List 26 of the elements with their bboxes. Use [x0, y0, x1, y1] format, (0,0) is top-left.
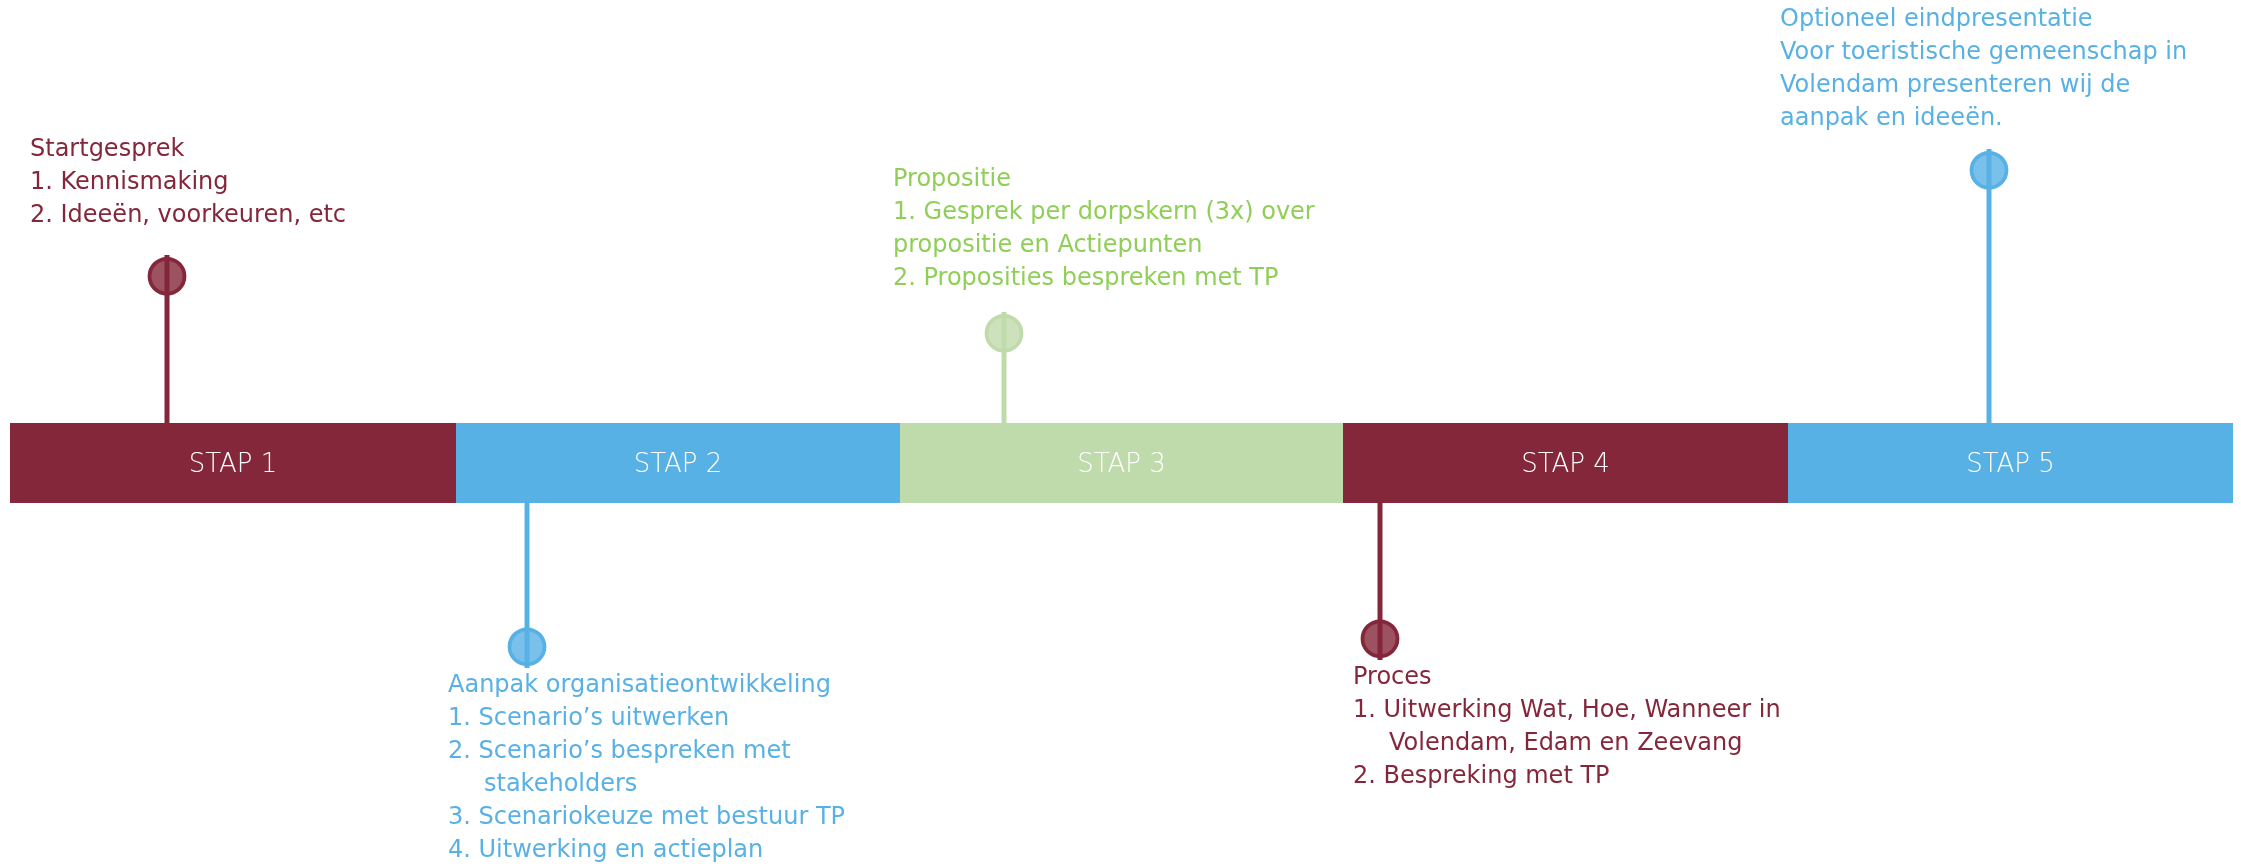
list-item: 2. Ideeën, voorkeuren, etc [30, 199, 347, 230]
list-item: 3. Scenariokeuze met bestuur TP [448, 801, 847, 832]
pin-leader-line [984, 312, 1024, 423]
list-item: 1. Scenario’s uitwerken [448, 702, 731, 733]
step-heading: Startgesprek [30, 133, 186, 164]
pin-leader-line [1969, 149, 2009, 423]
step-description: 2. Proposities bespreken met TP [893, 262, 1280, 293]
list-item: 4. Uitwerking en actieplan [448, 834, 765, 865]
list-item: 2. Bespreking met TP [1353, 760, 1611, 791]
list-item: 1. Uitwerking Wat, Hoe, Wanneer in Volendam, Edam en Zeevang [1353, 694, 1782, 758]
pin-leader-line [507, 503, 547, 668]
list-item: 2. Scenario’s bespreken met stakeholders [448, 735, 792, 799]
step-description: 1. Gesprek per dorpskern (3x) over propositie en Actiepunten [893, 196, 1316, 260]
timeline-step-bar: STAP 2 [456, 423, 900, 503]
step-heading: Propositie [893, 163, 1012, 194]
pin-leader-line [1360, 503, 1400, 660]
pin-leader-line [147, 255, 187, 423]
step-heading: Proces [1353, 661, 1433, 692]
timeline-step-bar: STAP 3 [900, 423, 1343, 503]
list-item: 1. Kennismaking [30, 166, 230, 197]
step-heading: Aanpak organisatieontwikkeling [448, 669, 832, 700]
step-heading: Optioneel eindpresentatie [1780, 3, 2094, 34]
step-description: Voor toeristische gemeenschap in Volendam presenteren wij de aanpak en ideeën. [1780, 36, 2189, 133]
timeline-step-bar: STAP 4 [1343, 423, 1788, 503]
timeline-step-bar: STAP 1 [10, 423, 456, 503]
timeline-step-bar: STAP 5 [1788, 423, 2233, 503]
